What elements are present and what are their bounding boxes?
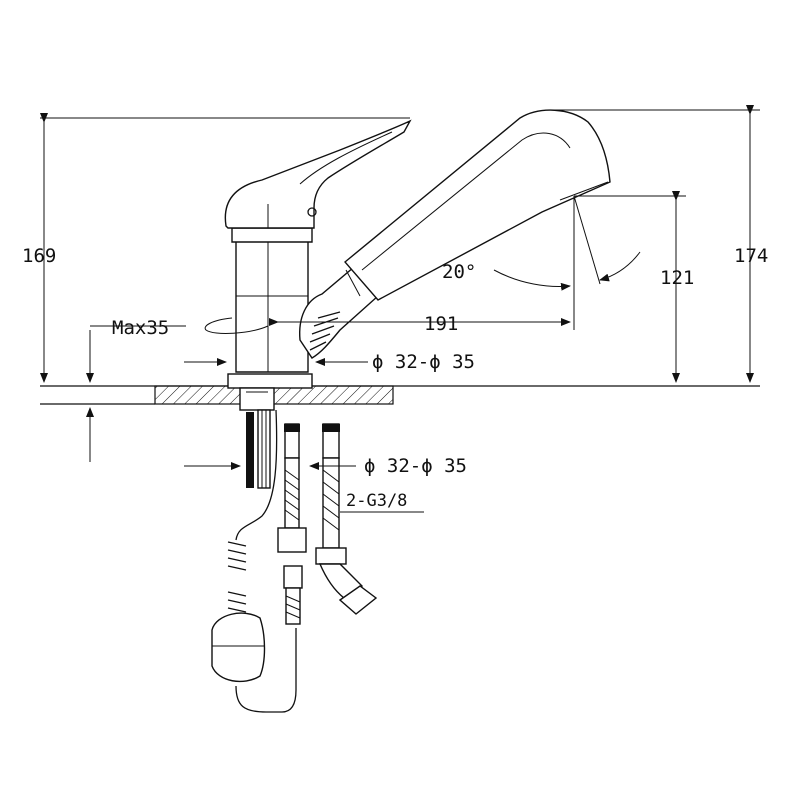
dim-label-121: 121 [660, 267, 694, 289]
dimension-169: 169 [22, 113, 410, 383]
dim-label-max35: Max35 [112, 317, 169, 339]
pullout-hose [211, 409, 297, 713]
dimension-191: 191 [269, 196, 575, 335]
dim-label-191: 191 [424, 313, 458, 335]
callout-hose-thread: 2-G3/8 [340, 491, 424, 513]
dimension-diameter-lower: ϕ 32-ϕ 35 [184, 455, 467, 477]
mounting-assembly [239, 387, 275, 489]
dimension-rotation-indicator [204, 317, 269, 334]
dimension-angle-20: 20° [442, 195, 641, 291]
counter-top [40, 385, 760, 405]
flexible-hoses [277, 423, 378, 625]
dimension-diameter-upper: ϕ 32-ϕ 35 [184, 351, 475, 373]
spout [299, 109, 611, 359]
dimension-174: 174 [548, 105, 768, 383]
dim-label-169: 169 [22, 245, 56, 267]
dimension-121: 121 [574, 191, 694, 383]
dim-label-174: 174 [734, 245, 768, 267]
callout-label-thread: 2-G3/8 [346, 491, 407, 511]
dimension-max35: Max35 [86, 317, 186, 462]
lever-handle [224, 119, 412, 229]
dim-label-diameter-lower: ϕ 32-ϕ 35 [364, 455, 467, 477]
dim-label-angle: 20° [442, 261, 476, 283]
faucet-body [227, 227, 313, 389]
dim-label-diameter-upper: ϕ 32-ϕ 35 [372, 351, 475, 373]
